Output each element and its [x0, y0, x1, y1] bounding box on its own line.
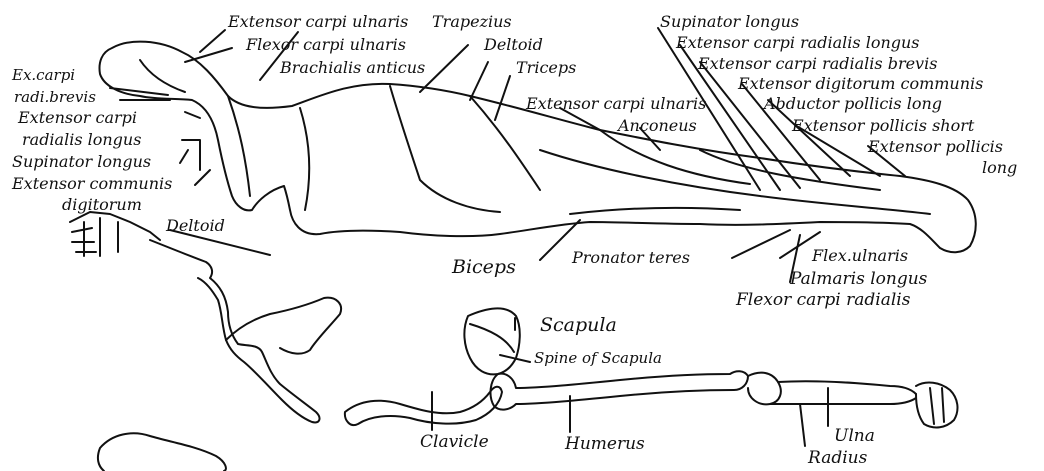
label-ext-digitorum-communis: Extensor digitorum communis	[738, 76, 983, 92]
scapula-bone	[464, 308, 519, 374]
label-pronator-teres: Pronator teres	[572, 250, 690, 266]
partial-hand-bottom	[98, 433, 226, 471]
label-spine-of-scapula: Spine of Scapula	[534, 351, 662, 366]
leader-line	[495, 76, 510, 120]
leader-line	[200, 30, 225, 52]
label-radi-brevis: radi.brevis	[14, 90, 96, 105]
leader-line	[180, 150, 188, 163]
label-deltoid-top: Deltoid	[484, 37, 543, 53]
label-extensor-carpi-ulnaris-top: Extensor carpi ulnaris	[228, 14, 408, 30]
ulna-bone	[770, 398, 916, 404]
leader-line	[185, 112, 200, 118]
radius-bone	[778, 381, 916, 394]
clavicle-bone	[345, 387, 502, 425]
label-radialis-longus-left: radialis longus	[22, 132, 141, 148]
label-radius: Radius	[808, 450, 867, 467]
label-flexor-carpi-radialis: Flexor carpi radialis	[736, 292, 910, 309]
muscle-contour-1	[228, 96, 250, 196]
scapula-spine	[470, 324, 514, 352]
label-abductor-pollicis-long: Abductor pollicis long	[764, 96, 942, 112]
label-extensor-carpi-ulnaris-mid: Extensor carpi ulnaris	[526, 96, 706, 112]
label-biceps: Biceps	[452, 258, 516, 277]
label-scapula: Scapula	[540, 316, 617, 335]
label-brachialis-anticus: Brachialis anticus	[280, 60, 425, 76]
label-ext-carpi-radialis-brevis: Extensor carpi radialis brevis	[698, 56, 937, 72]
label-triceps: Triceps	[516, 60, 576, 76]
label-supinator-longus-right: Supinator longus	[660, 14, 799, 30]
muscle-contour-2	[300, 108, 309, 210]
muscle-contour-3	[390, 86, 500, 212]
label-long: long	[982, 160, 1017, 176]
hand-bones-right	[916, 383, 957, 428]
label-extensor-pollicis: Extensor pollicis	[868, 139, 1003, 155]
label-ext-carpi-radialis-longus: Extensor carpi radialis longus	[676, 35, 920, 51]
label-trapezius: Trapezius	[432, 14, 512, 30]
leader-line	[800, 404, 805, 446]
leader-line	[185, 48, 232, 62]
label-clavicle: Clavicle	[420, 434, 489, 451]
humerus-bone	[491, 371, 748, 409]
leader-line	[195, 170, 210, 185]
label-extensor-pollicis-short: Extensor pollicis short	[792, 118, 974, 134]
label-anconeus: Anconeus	[618, 118, 697, 134]
label-flexor-carpi-ulnaris-top: Flexor carpi ulnaris	[246, 37, 406, 53]
label-palmaris-longus: Palmaris longus	[790, 271, 927, 288]
label-ulna: Ulna	[834, 428, 875, 445]
label-supinator-longus-left: Supinator longus	[12, 154, 151, 170]
muscle-contour-8	[140, 60, 185, 92]
hand-bones-left	[70, 212, 160, 256]
label-extensor-communis: Extensor communis	[12, 176, 172, 192]
label-flex-ulnaris: Flex.ulnaris	[812, 248, 908, 264]
leader-line	[732, 230, 790, 258]
label-deltoid-left: Deltoid	[166, 218, 225, 234]
label-ex-carpi: Ex.carpi	[12, 68, 75, 83]
label-digitorum: digitorum	[62, 197, 142, 213]
leader-line	[470, 62, 488, 100]
muscle-contour-9	[570, 208, 740, 214]
leader-line	[420, 45, 468, 92]
label-extensor-carpi-left: Extensor carpi	[18, 110, 137, 126]
elbow-joint	[748, 373, 781, 405]
label-humerus: Humerus	[565, 436, 645, 453]
